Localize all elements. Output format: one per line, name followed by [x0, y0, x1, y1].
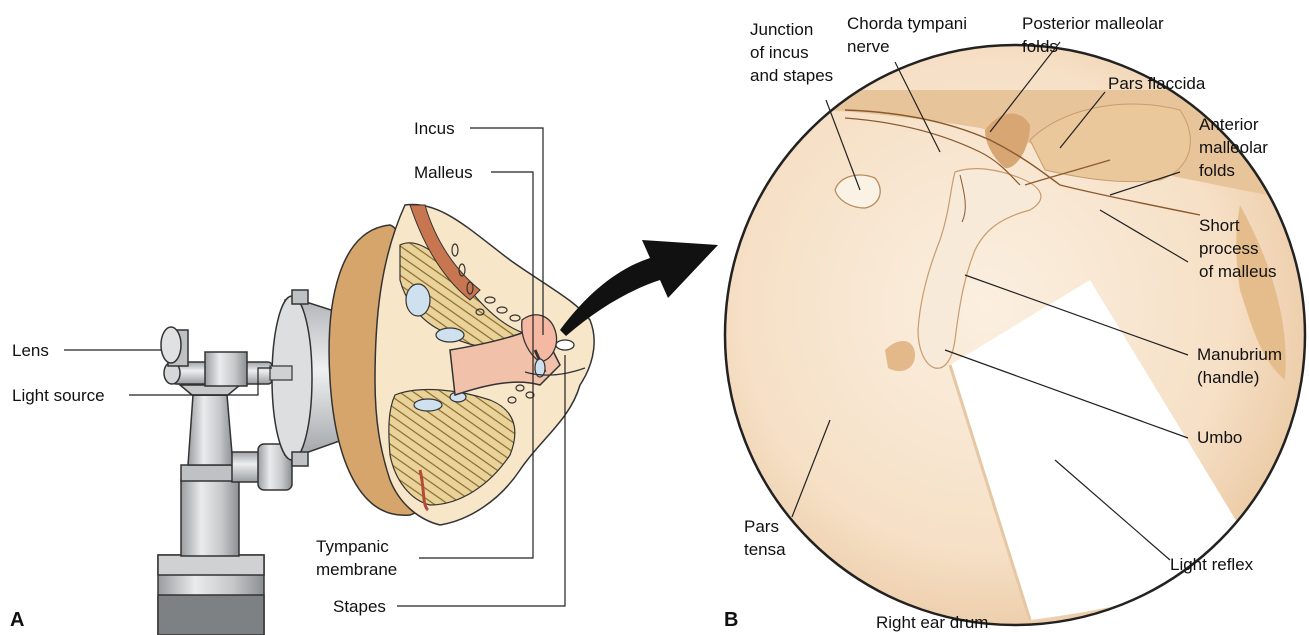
label-pars-flaccida: Pars flaccida	[1108, 72, 1205, 95]
otoscope-handle	[181, 480, 239, 556]
label-malleus: Malleus	[414, 161, 473, 184]
label-manubrium: Manubrium(handle)	[1197, 343, 1282, 389]
lens	[161, 327, 181, 363]
ear-cross-section	[329, 204, 594, 525]
stapes-mark	[556, 340, 574, 350]
label-lens: Lens	[12, 339, 49, 362]
label-light-source: Light source	[12, 384, 105, 407]
label-stapes: Stapes	[333, 595, 386, 618]
label-umbo: Umbo	[1197, 426, 1242, 449]
panel-label-b: B	[724, 609, 738, 632]
label-incus: Incus	[414, 117, 455, 140]
label-light-reflex: Light reflex	[1170, 553, 1253, 576]
caption-right-ear-drum: Right ear drum	[876, 613, 988, 633]
panel-label-a: A	[10, 609, 24, 632]
